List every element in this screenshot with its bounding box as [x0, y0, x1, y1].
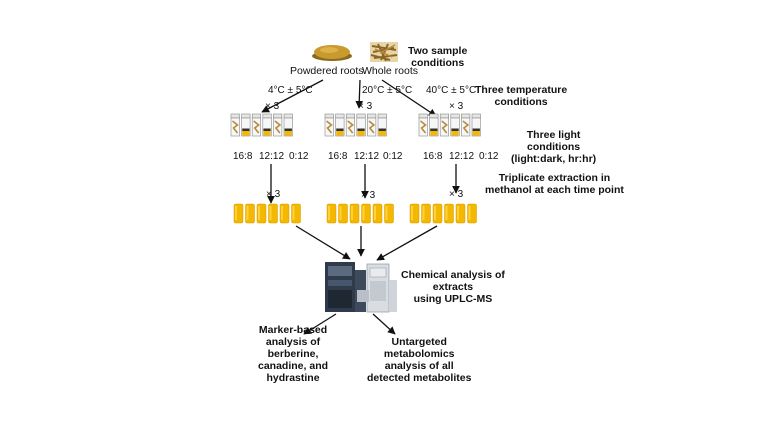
vial-1-6: [283, 113, 293, 137]
outcome-marker-based: Marker-based analysis of berberine, cana…: [258, 324, 329, 384]
photoperiod-1-16-8: 16:8: [233, 151, 253, 162]
powdered-roots-label: Powdered roots: [290, 65, 364, 77]
extract-tube-1-2: [245, 203, 255, 224]
arrow-to-analysis-3: [376, 225, 438, 261]
extract-tube-3-4: [444, 203, 454, 224]
vial-2-4: [356, 113, 366, 137]
vial-3-3: [439, 113, 450, 137]
replicate-label-vials-3: × 3: [449, 101, 464, 112]
uplc-ms-instrument-image: [325, 262, 397, 313]
extract-tube-1-6: [291, 203, 301, 224]
vial-2-5: [367, 113, 377, 137]
vial-3-1: [418, 113, 428, 137]
extract-tube-2-4: [361, 203, 371, 224]
extract-tube-1-5: [279, 203, 290, 224]
vial-1-4: [262, 113, 272, 137]
extract-tube-3-2: [421, 203, 431, 224]
whole-roots-image: [370, 42, 398, 62]
extract-tube-3-6: [467, 203, 477, 224]
replicate-label-extract-3: × 3: [449, 189, 464, 200]
extract-tube-2-6: [384, 203, 394, 224]
vial-2-1: [324, 113, 334, 137]
photoperiod-1-12-12: 12:12: [259, 151, 285, 162]
vial-2-2: [335, 113, 345, 137]
replicate-label-extract-1: × 3: [266, 189, 281, 200]
vial-1-1: [230, 113, 240, 137]
extract-tube-1-3: [256, 203, 267, 224]
vial-1-5: [273, 113, 283, 137]
vial-1-2: [241, 113, 251, 137]
photoperiod-3-12-12: 12:12: [449, 151, 475, 162]
step-light-conditions: Three light conditions (light:dark, hr:h…: [511, 129, 597, 165]
powdered-roots-image: [312, 45, 352, 61]
step-chemical-analysis: Chemical analysis of extracts using UPLC…: [401, 269, 505, 305]
extract-tube-2-5: [372, 203, 383, 224]
arrow-to-4c: [261, 79, 324, 113]
arrow-to-analysis-1: [295, 225, 351, 260]
extract-tube-2-3: [349, 203, 360, 224]
arrow-to-untargeted: [372, 313, 396, 335]
vial-3-6: [471, 113, 481, 137]
outcome-untargeted-metabolomics: Untargeted metabolomics analysis of all …: [367, 336, 472, 384]
extract-tubes: [233, 203, 477, 224]
extract-tube-3-5: [455, 203, 466, 224]
step-sample-conditions: Two sample conditions: [408, 45, 468, 69]
extract-tube-2-2: [338, 203, 348, 224]
temperature-label-4c: 4°C ± 5°C: [268, 85, 313, 96]
vial-2-3: [345, 113, 356, 137]
photoperiod-2-0-12: 0:12: [383, 151, 403, 162]
replicate-label-extract-2: × 3: [361, 190, 376, 201]
temperature-label-20c: 20°C ± 5°C: [362, 85, 413, 96]
vial-2-6: [377, 113, 387, 137]
photoperiod-3-0-12: 0:12: [479, 151, 499, 162]
vial-3-5: [461, 113, 471, 137]
arrow-to-marker: [303, 313, 337, 335]
extract-tube-3-3: [432, 203, 443, 224]
step-temperature-conditions: Three temperature conditions: [475, 84, 568, 108]
vial-1-3: [251, 113, 261, 137]
photoperiod-2-16-8: 16:8: [328, 151, 348, 162]
step-triplicate-extraction: Triplicate extraction in methanol at eac…: [485, 172, 624, 196]
whole-roots-label: Whole roots: [362, 65, 419, 77]
arrow-to-40c: [381, 79, 437, 117]
vial-3-4: [450, 113, 460, 137]
extract-tube-3-1: [409, 203, 420, 224]
photoperiod-3-16-8: 16:8: [423, 151, 443, 162]
light-condition-vials: [230, 113, 481, 137]
photoperiod-1-0-12: 0:12: [289, 151, 309, 162]
extract-tube-1-4: [268, 203, 278, 224]
temperature-label-40c: 40°C ± 5°C: [426, 85, 477, 96]
photoperiod-2-12-12: 12:12: [354, 151, 380, 162]
replicate-label-vials-1: × 3: [265, 101, 280, 112]
arrow-to-20c: [355, 79, 364, 109]
vial-3-2: [429, 113, 439, 137]
replicate-label-vials-2: × 3: [358, 101, 373, 112]
extract-tube-1-1: [233, 203, 244, 224]
extract-tube-2-1: [326, 203, 337, 224]
